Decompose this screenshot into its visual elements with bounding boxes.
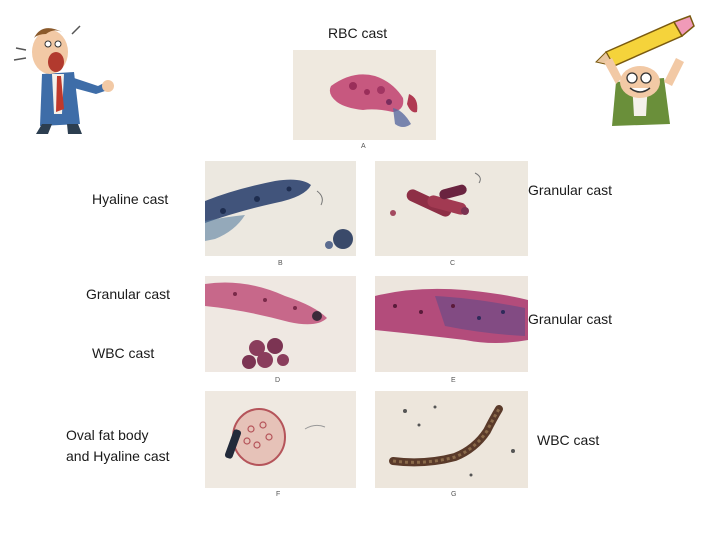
micrograph-panel-b	[205, 161, 356, 256]
panel-caption-f: F	[276, 491, 281, 498]
panel-caption-b: B	[278, 260, 283, 267]
screaming-man-illustration	[12, 14, 122, 134]
micrograph-panel-c	[375, 161, 528, 256]
panel-caption-g: G	[451, 491, 457, 498]
micrograph-panel-a: A	[293, 50, 436, 140]
panel-caption-e: E	[451, 377, 456, 384]
panel-caption-d: D	[275, 377, 281, 384]
micrograph-panel-f	[205, 391, 356, 488]
panel-caption-a: A	[361, 143, 366, 150]
hyaline-cast-label: Hyaline cast	[92, 191, 169, 207]
granular-cast-label-top-right: Granular cast	[528, 182, 613, 198]
oval-fat-body-label-line1: Oval fat body	[66, 427, 149, 443]
wbc-cast-label-bottom-right: WBC cast	[537, 432, 600, 448]
wbc-cast-label-left: WBC cast	[92, 345, 155, 361]
micrograph-panel-d	[205, 276, 356, 372]
rbc-cast-label: RBC cast	[328, 25, 388, 41]
micrograph-panel-e	[375, 276, 528, 372]
granular-cast-label-mid-right: Granular cast	[528, 311, 613, 327]
pencil-man-illustration	[586, 12, 698, 130]
panel-caption-c: C	[450, 260, 456, 267]
granular-cast-label-mid-left: Granular cast	[86, 286, 171, 302]
micrograph-panel-g	[375, 391, 528, 488]
oval-fat-body-label-line2: and Hyaline cast	[66, 448, 170, 464]
